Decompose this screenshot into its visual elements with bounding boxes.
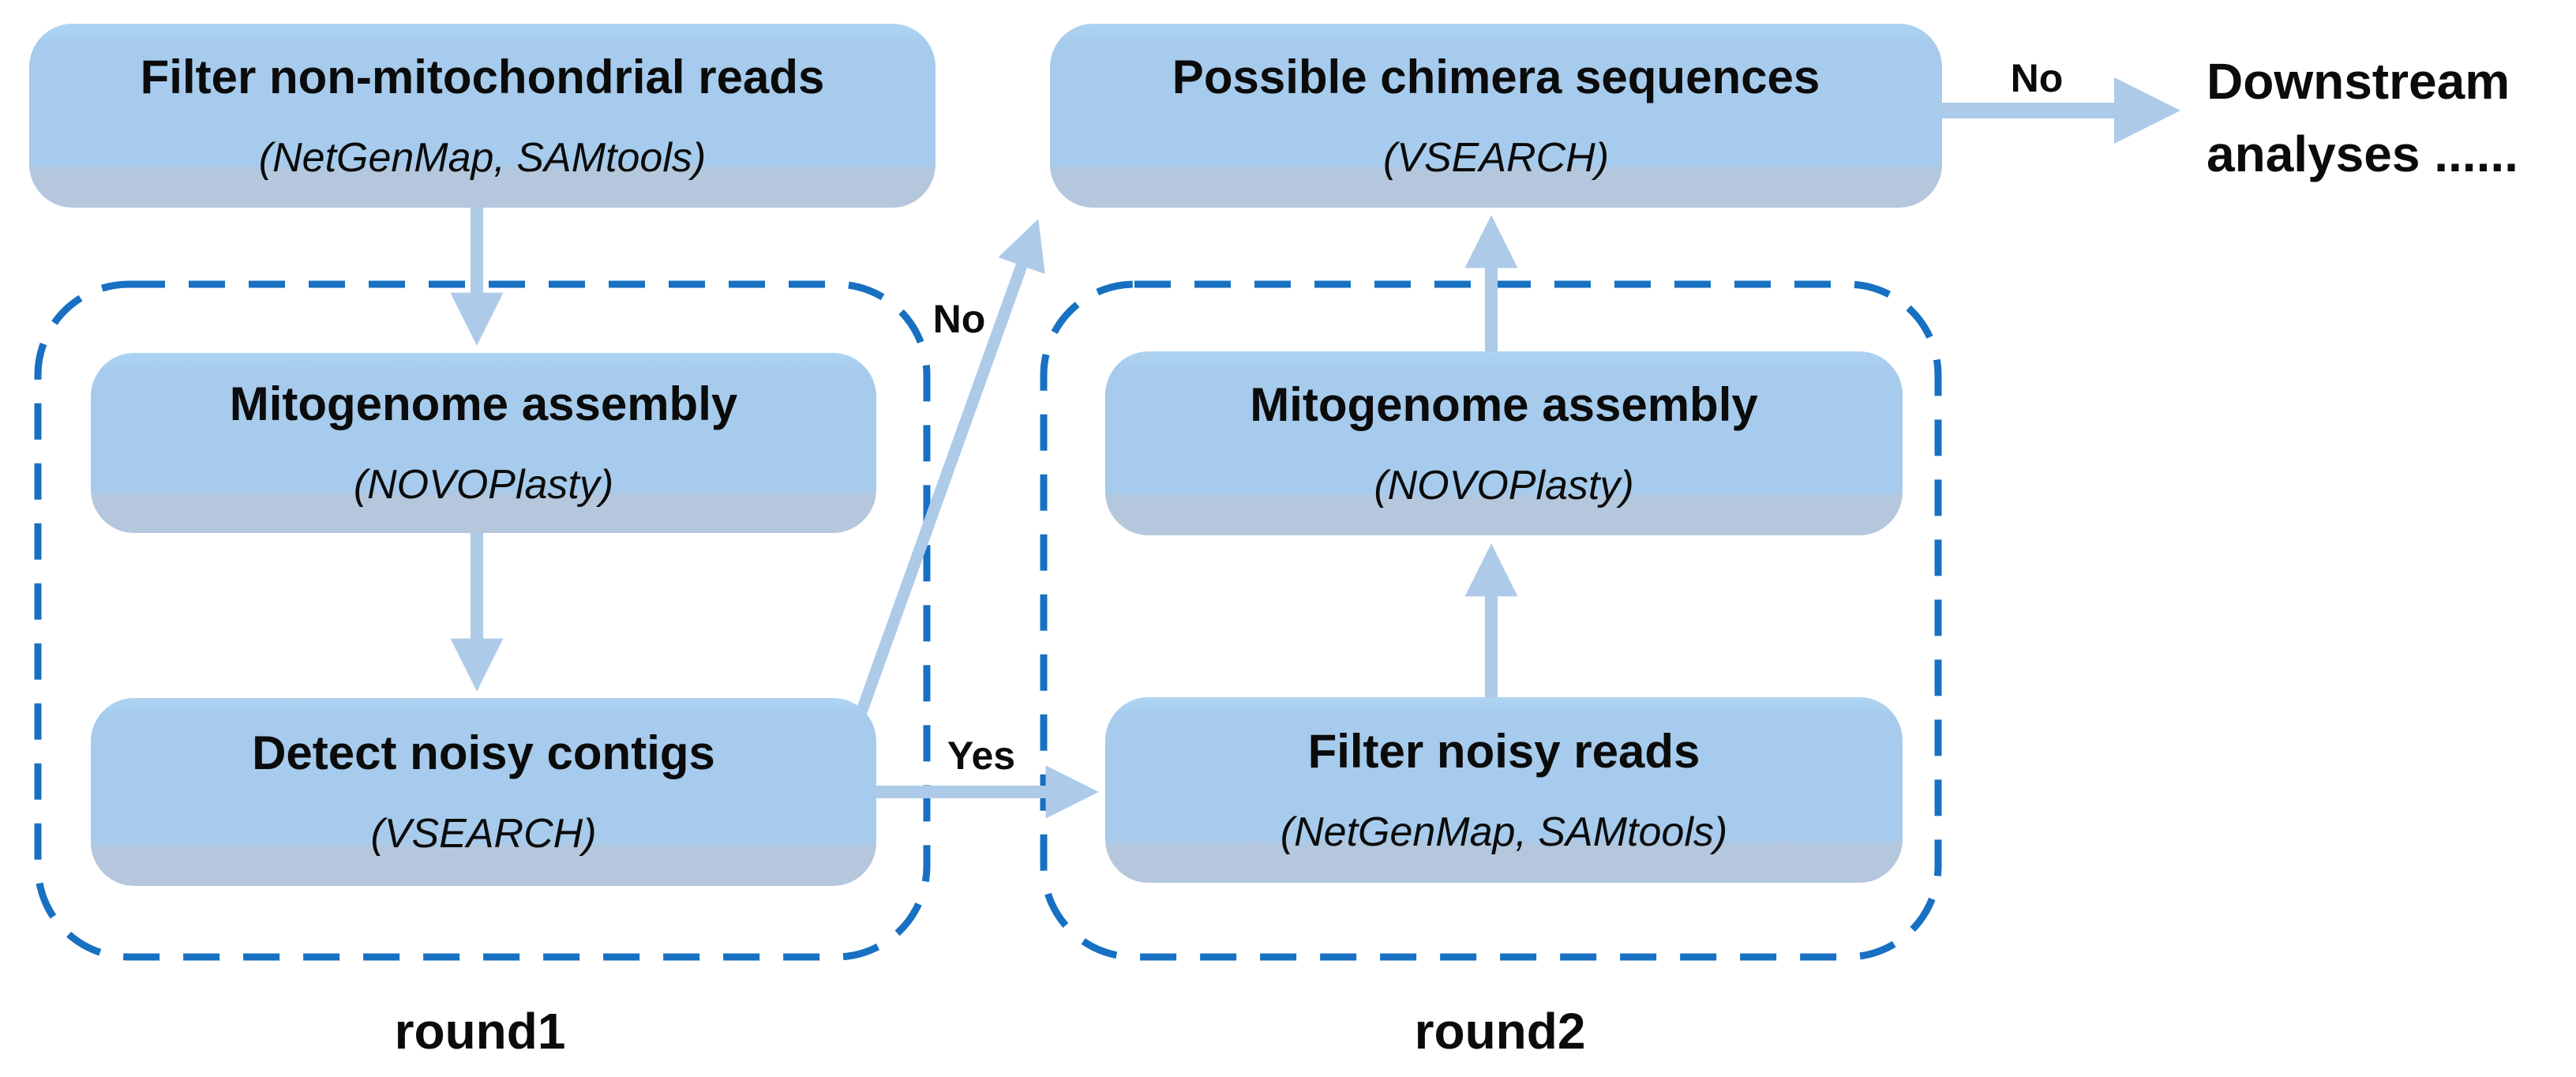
arrow-detect-to-chimera-no bbox=[851, 219, 1045, 726]
node-title: Detect noisy contigs bbox=[252, 726, 715, 779]
round2-group-border bbox=[1040, 280, 1942, 961]
edge-label-no-final: No bbox=[2010, 56, 2064, 100]
node-filter-noisy-reads: Filter noisy reads (NetGenMap, SAMtools) bbox=[1105, 697, 1903, 883]
edge-label-yes: Yes bbox=[947, 734, 1016, 778]
node-tool: (VSEARCH) bbox=[370, 811, 597, 857]
node-title: Mitogenome assembly bbox=[1250, 377, 1758, 431]
edge-label-no-diagonal: No bbox=[932, 297, 986, 341]
node-tool: (VSEARCH) bbox=[1382, 134, 1610, 181]
node-tool: (NOVOPlasty) bbox=[353, 462, 614, 508]
node-title: Possible chimera sequences bbox=[1172, 50, 1820, 103]
node-possible-chimera-sequences: Possible chimera sequences (VSEARCH) bbox=[1050, 24, 1942, 208]
node-mitogenome-assembly-round2: Mitogenome assembly (NOVOPlasty) bbox=[1105, 351, 1903, 535]
node-tool: (NetGenMap, SAMtools) bbox=[1280, 809, 1728, 855]
group-label-round2: round2 bbox=[1414, 1003, 1586, 1060]
terminal-line2: analyses ...... bbox=[2207, 126, 2518, 182]
group-label-round1: round1 bbox=[394, 1003, 566, 1060]
node-mitogenome-assembly-round1: Mitogenome assembly (NOVOPlasty) bbox=[91, 353, 876, 533]
terminal-downstream-analyses: Downstream analyses ...... bbox=[2207, 45, 2518, 190]
node-tool: (NOVOPlasty) bbox=[1374, 462, 1634, 508]
round1-group-border bbox=[34, 280, 931, 961]
node-detect-noisy-contigs: Detect noisy contigs (VSEARCH) bbox=[91, 698, 876, 886]
node-title: Filter non-mitochondrial reads bbox=[140, 50, 825, 103]
node-tool: (NetGenMap, SAMtools) bbox=[258, 134, 707, 181]
terminal-line1: Downstream bbox=[2207, 53, 2510, 110]
node-title: Mitogenome assembly bbox=[229, 377, 738, 430]
node-title: Filter noisy reads bbox=[1307, 724, 1700, 778]
node-filter-non-mitochondrial-reads: Filter non-mitochondrial reads (NetGenMa… bbox=[29, 24, 936, 208]
